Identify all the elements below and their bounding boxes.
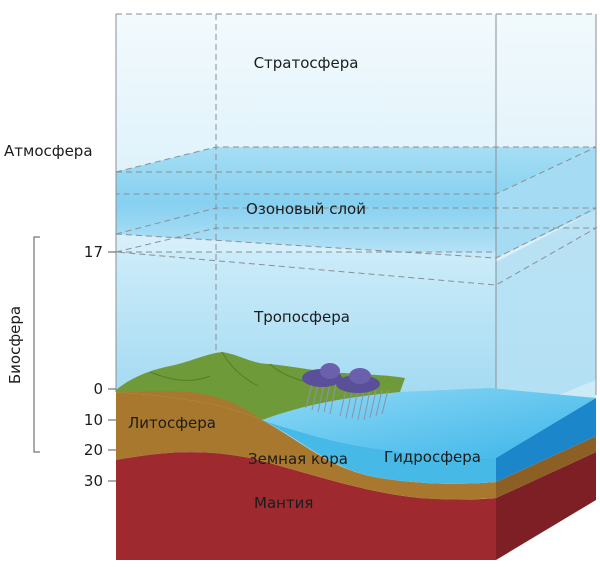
scale-tick-17: 17 (84, 243, 103, 261)
scale-tick-30: 30 (84, 472, 103, 490)
mantle-side (496, 452, 596, 560)
mantle-label: Мантия (254, 494, 313, 512)
rain-cloud-icon (302, 363, 389, 421)
earth-crust-label: Земная кора (248, 450, 348, 468)
biosphere-label: Биосфера (6, 306, 24, 384)
hydrosphere-top (262, 388, 596, 458)
mantle-layer (116, 452, 496, 560)
ozone-layer-band (116, 147, 596, 258)
lithosphere-label: Литосфера (128, 414, 216, 432)
scale-tick-0: 0 (93, 380, 103, 398)
scale-tick-20: 20 (84, 441, 103, 459)
atmosphere-label: Атмосфера (4, 142, 93, 160)
hydrosphere-label: Гидросфера (384, 448, 481, 466)
stratosphere-label: Стратосфера (254, 54, 359, 72)
hydrosphere-side (496, 398, 596, 482)
altitude-scale (108, 251, 116, 482)
troposphere-label: Тропосфера (253, 308, 350, 326)
scale-tick-10: 10 (84, 411, 103, 429)
ozone-layer-side (496, 147, 596, 258)
troposphere-side (496, 210, 596, 420)
hydrosphere-front (262, 420, 496, 484)
land-ridges (149, 351, 371, 387)
box-outline (115, 13, 598, 395)
land-surface (116, 352, 405, 420)
earth-crust-layer (116, 392, 496, 500)
ozone-layer-label: Озоновый слой (246, 200, 366, 218)
biosphere-bracket (33, 236, 40, 453)
crust-side (496, 436, 596, 498)
